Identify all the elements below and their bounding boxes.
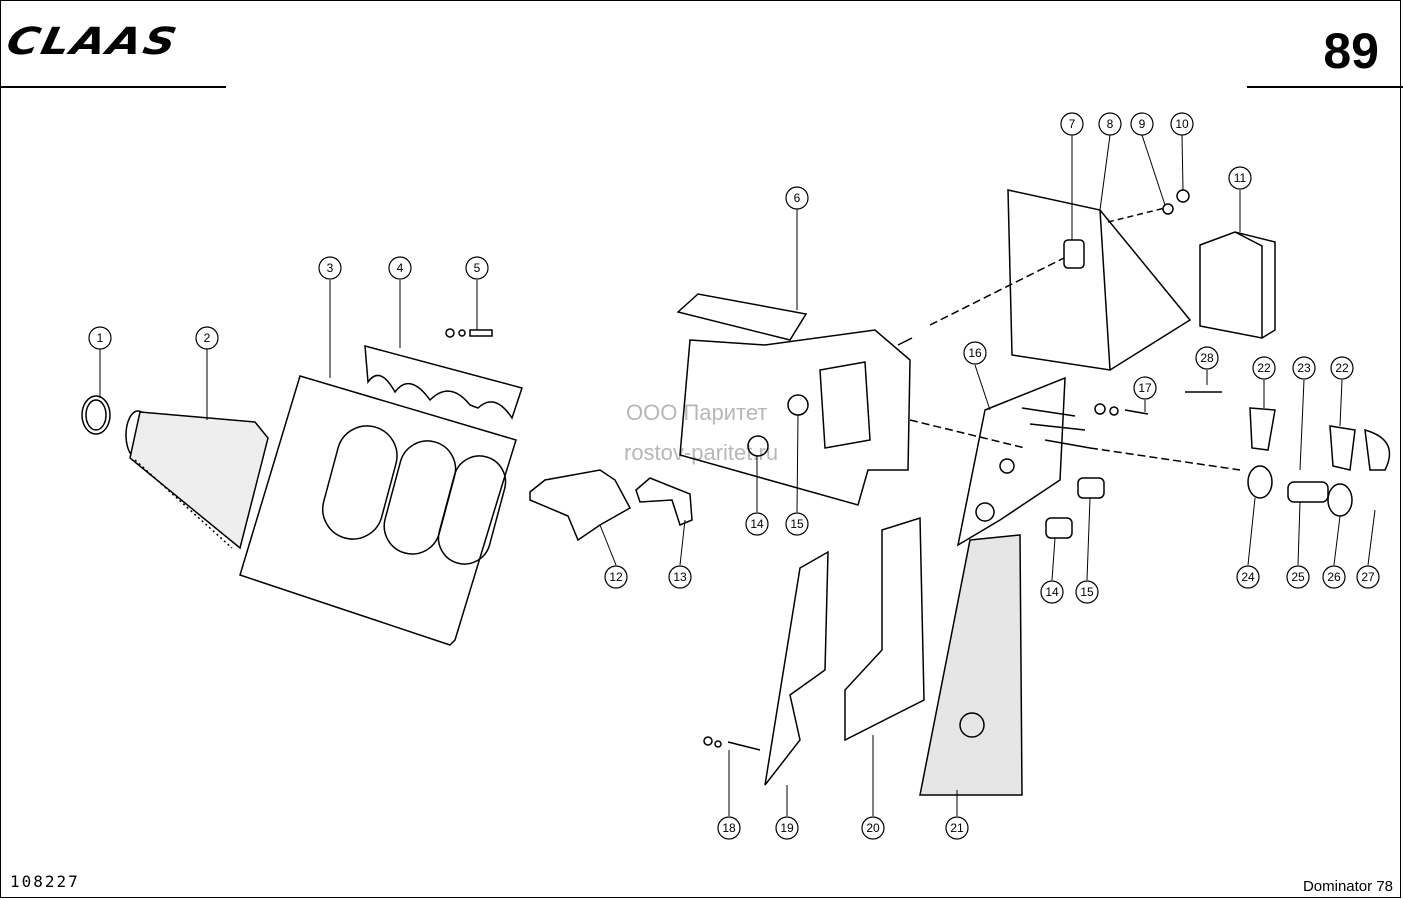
part-switch <box>1247 465 1273 499</box>
callout-18: 18 <box>717 816 741 840</box>
callout-5: 5 <box>465 256 489 280</box>
callout-label: 24 <box>1241 570 1255 584</box>
callout-22: 22 <box>1252 356 1276 380</box>
callout-label: 25 <box>1291 570 1305 584</box>
part-block <box>1199 231 1276 339</box>
part-angle-bracket <box>844 516 925 742</box>
callout-10: 10 <box>1170 112 1194 136</box>
callout-27: 27 <box>1356 565 1380 589</box>
part-housing <box>676 293 913 506</box>
callout-label: 14 <box>1045 585 1059 599</box>
callout-8: 8 <box>1098 112 1122 136</box>
callout-label: 6 <box>794 191 801 205</box>
callout-label: 20 <box>866 821 880 835</box>
callout-label: 9 <box>1139 117 1146 131</box>
part-latch <box>635 477 693 527</box>
callout-label: 18 <box>722 821 736 835</box>
callout-24: 24 <box>1236 565 1260 589</box>
callout-label: 12 <box>609 570 623 584</box>
callout-label: 1 <box>97 331 104 345</box>
callout-6: 6 <box>785 186 809 210</box>
part-bracket <box>929 189 1192 371</box>
callout-label: 2 <box>204 331 211 345</box>
callout-label: 13 <box>673 570 687 584</box>
part-plate <box>239 375 517 646</box>
part-hook-bracket <box>529 469 632 542</box>
part-cone <box>125 410 269 550</box>
callout-26: 26 <box>1322 565 1346 589</box>
callout-label: 17 <box>1138 381 1152 395</box>
callout-label: 15 <box>1080 585 1094 599</box>
callout-12: 12 <box>604 565 628 589</box>
callout-label: 11 <box>1234 171 1247 185</box>
page-number: 89 <box>1323 23 1379 79</box>
part-clamp <box>81 395 111 435</box>
part-bushing <box>1077 477 1105 499</box>
callout-14: 14 <box>1040 580 1064 604</box>
logo-rule <box>0 86 226 88</box>
callout-label: 3 <box>327 261 334 275</box>
callout-21: 21 <box>945 816 969 840</box>
callout-17: 17 <box>1133 376 1157 400</box>
callout-label: 10 <box>1175 117 1189 131</box>
callout-label: 23 <box>1297 361 1311 375</box>
callout-15: 15 <box>785 512 809 536</box>
part-wedge-plate <box>919 534 1023 796</box>
callout-label: 27 <box>1361 570 1375 584</box>
part-bushing-2 <box>1045 517 1073 539</box>
part-nut-2 <box>1094 403 1106 415</box>
callout-1: 1 <box>88 326 112 350</box>
machine-model: Dominator 78 <box>1302 878 1393 895</box>
callout-label: 16 <box>968 346 982 360</box>
part-bolt <box>445 328 493 338</box>
callout-label: 19 <box>780 821 794 835</box>
callout-20: 20 <box>861 816 885 840</box>
part-sleeve <box>1287 481 1329 503</box>
callout-label: 21 <box>950 821 964 835</box>
callout-label: 28 <box>1200 351 1214 365</box>
watermark-company: ООО Паритет <box>626 400 768 425</box>
callout-11: 11 <box>1228 166 1252 190</box>
page-number-rule <box>1247 86 1403 88</box>
callout-2: 2 <box>195 326 219 350</box>
callout-13: 13 <box>668 565 692 589</box>
part-lever-2 <box>1329 425 1356 471</box>
callout-19: 19 <box>775 816 799 840</box>
callout-label: 5 <box>474 261 481 275</box>
part-washer <box>1162 203 1174 215</box>
callout-label: 4 <box>397 261 404 275</box>
callout-9: 9 <box>1130 112 1154 136</box>
callout-28: 28 <box>1195 346 1219 370</box>
callout-3: 3 <box>318 256 342 280</box>
drawing-number: 108227 <box>10 872 80 891</box>
part-cable-clip <box>1364 428 1391 471</box>
callout-15: 15 <box>1075 580 1099 604</box>
callout-label: 8 <box>1107 117 1114 131</box>
callout-label: 22 <box>1335 361 1349 375</box>
part-strip <box>364 345 523 420</box>
callout-25: 25 <box>1286 565 1310 589</box>
callout-label: 7 <box>1069 117 1076 131</box>
callout-14: 14 <box>745 512 769 536</box>
part-gusset <box>764 550 829 786</box>
part-side-plate <box>956 376 1066 547</box>
callout-4: 4 <box>388 256 412 280</box>
callout-7: 7 <box>1060 112 1084 136</box>
callout-label: 15 <box>790 517 804 531</box>
part-lever <box>1249 407 1276 451</box>
part-switch-2 <box>1327 483 1353 517</box>
callout-23: 23 <box>1292 356 1316 380</box>
callout-16: 16 <box>963 341 987 365</box>
callout-22: 22 <box>1330 356 1354 380</box>
part-nut <box>1176 189 1190 203</box>
callout-label: 22 <box>1257 361 1271 375</box>
callout-label: 26 <box>1327 570 1341 584</box>
callout-label: 14 <box>750 517 764 531</box>
